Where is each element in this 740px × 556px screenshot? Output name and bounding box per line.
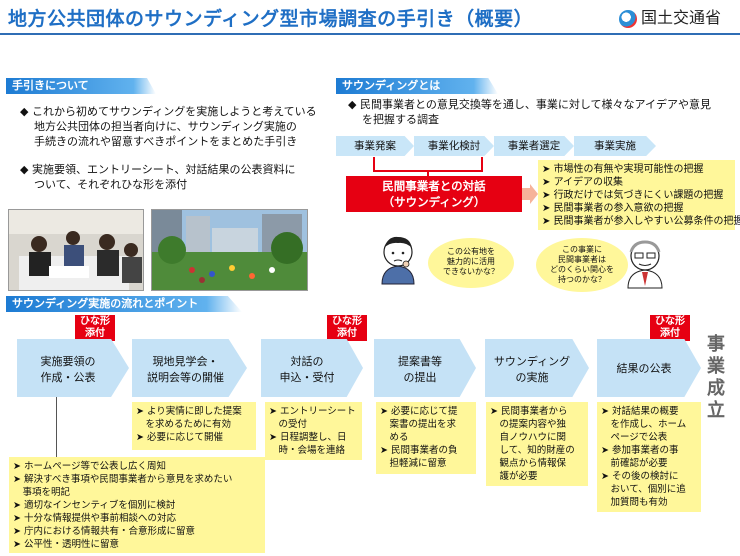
step-proposal-submission: 提案書等の提出 — [374, 339, 476, 397]
project-established-label: 事業 成立 — [707, 334, 725, 421]
elderly-man-icon — [627, 240, 663, 289]
page-title: 地方公共団体のサウンディング型市場調査の手引き（概要） — [8, 8, 534, 30]
step-sounding-execution: サウンディングの実施 — [485, 339, 589, 397]
stage-operator-selection: 事業者選定 — [494, 136, 574, 156]
stage-project-study: 事業化検討 — [414, 136, 494, 156]
stage-project-implementation: 事業実施 — [574, 136, 656, 156]
title-divider — [0, 33, 740, 35]
guide-section-heading: 手引きについて — [6, 78, 156, 94]
step-dialog-application: 対話の申込・受付 — [261, 339, 363, 397]
ministry-logo: 国土交通省 — [619, 4, 721, 28]
triangle-bullet-icon: ➤ — [136, 406, 147, 417]
park-photo — [151, 209, 308, 291]
meeting-photo — [8, 209, 144, 291]
arrow-right-icon — [522, 184, 538, 204]
step-site-tour: 現地見学会・説明会等の開催 — [132, 339, 247, 397]
benefit-item: ➤ 市場性の有無や実現可能性の把握 — [542, 164, 704, 175]
sounding-section-heading: サウンディングとは — [336, 78, 498, 94]
diamond-bullet-icon: ◆ — [348, 98, 360, 111]
diamond-bullet-icon: ◆ — [20, 163, 32, 176]
note-sounding-execution: ➤ 民間事業者から の提案内容や独 自ノウハウに関 して、知的財産の 観点から情… — [486, 402, 588, 486]
note-create-guidelines: ➤ ホームページ等で公表し広く周知 ➤ 解決すべき事項や民間事業者から意見を求め… — [9, 457, 265, 553]
note-proposal-submission: ➤ 必要に応じて提 案書の提出を求 める ➤ 民間事業者の負 担軽減に留意 — [376, 402, 476, 474]
stage-project-proposal: 事業発案 — [336, 136, 414, 156]
benefit-item: ➤ 民間事業者の参入意欲の把握 — [542, 203, 684, 214]
thinking-man-icon — [381, 236, 415, 285]
dialog-box: 民間事業者との対話 （サウンディング） — [346, 176, 522, 212]
template-attached-tag: ひな形添付 — [650, 315, 690, 341]
note-dialog-application: ➤ エントリーシート の受付 ➤ 日程調整し、日 時・会場を連絡 — [265, 402, 362, 460]
diamond-bullet-icon: ◆ — [20, 105, 32, 118]
template-attached-tag: ひな形添付 — [327, 315, 367, 341]
note-site-tour: ➤ より実情に即した提案 を求めるために有効 ➤ 必要に応じて開催 — [132, 402, 256, 450]
ministry-name: 国土交通省 — [641, 8, 722, 27]
connector-line — [56, 397, 57, 457]
benefit-item: ➤ 行政だけでは気づきにくい課題の把握 — [542, 190, 724, 201]
guide-bullet-2: ◆ 実施要領、エントリーシート、対話結果の公表資料に ついて、それぞれひな形を添… — [20, 163, 296, 191]
benefit-item: ➤ アイデアの収集 — [542, 177, 624, 188]
mlit-logo-icon — [619, 9, 637, 28]
sounding-description: ◆ 民間事業者との意見交換等を通し、事業に対して様々なアイデアや意見 を把握する… — [348, 98, 711, 126]
benefit-item: ➤ 民間事業者が参入しやすい公募条件の把握 — [542, 216, 740, 227]
note-publish-results: ➤ 対話結果の概要 を作成し、ホーム ページで公表 ➤ 参加事業者の事 前確認が… — [597, 402, 701, 512]
template-attached-tag: ひな形添付 — [75, 315, 115, 341]
benefits-box: ➤ 市場性の有無や実現可能性の把握 ➤ アイデアの収集 ➤ 行政だけでは気づきに… — [538, 160, 740, 230]
step-publish-results: 結果の公表 — [597, 339, 701, 397]
step-create-guidelines: 実施要領の作成・公表 — [17, 339, 129, 397]
flow-section-heading: サウンディング実施の流れとポイント — [6, 296, 242, 312]
triangle-bullet-icon: ➤ — [136, 432, 147, 443]
speech-bubble-left: この公有地を 魅力的に活用 できないかな？ — [428, 238, 514, 288]
speech-bubble-right: この事業に 民間事業者は どのくらい関心を 持つのかな？ — [536, 238, 628, 292]
guide-bullet-1: ◆ これから初めてサウンディングを実施しようと考えている 地方公共団体の担当者向… — [20, 105, 317, 148]
stage-bracket-icon — [373, 157, 483, 177]
